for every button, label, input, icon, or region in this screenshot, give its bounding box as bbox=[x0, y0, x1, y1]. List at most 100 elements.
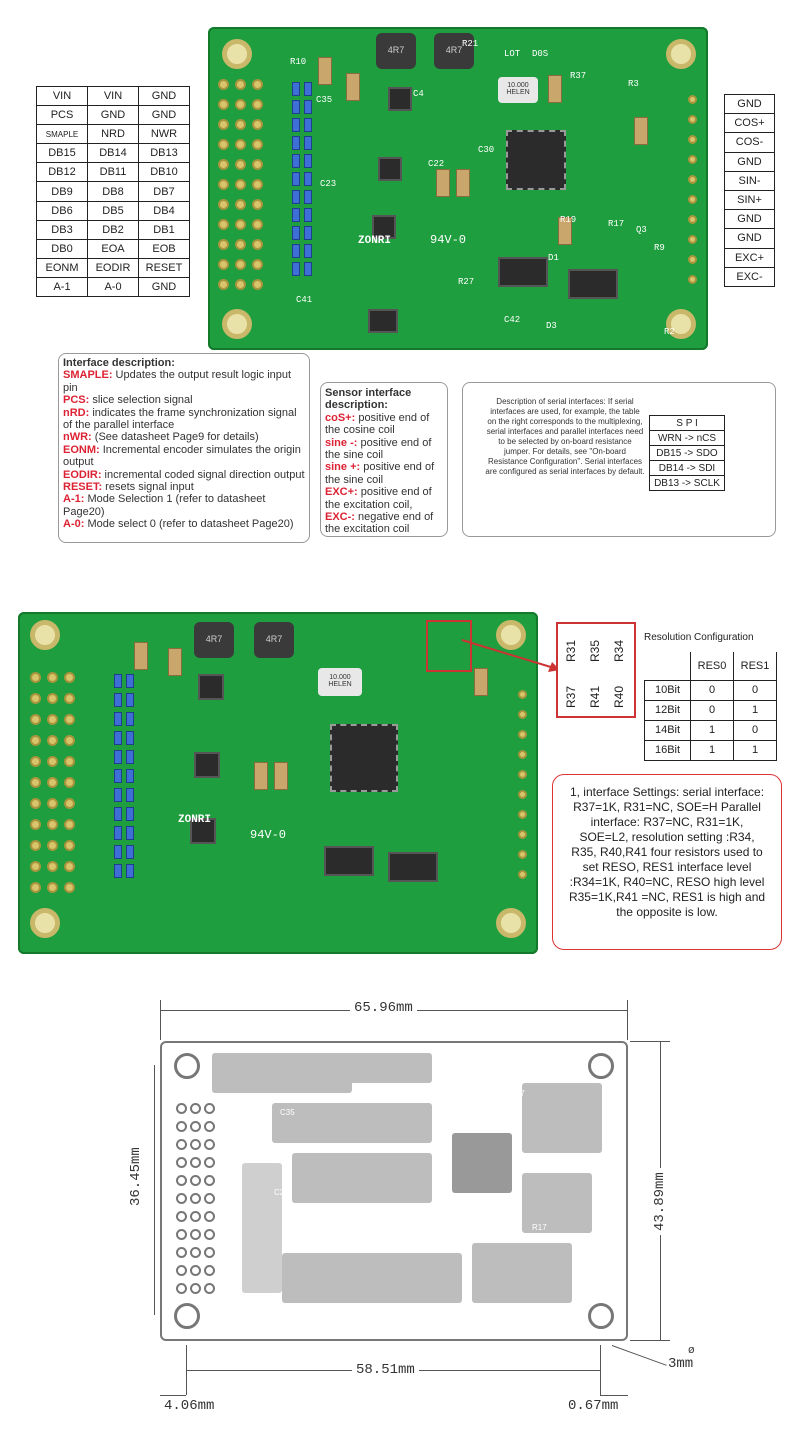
regulator-ic bbox=[198, 674, 224, 700]
resolution-header: RES1 bbox=[733, 652, 777, 681]
sensor-pad bbox=[688, 195, 697, 204]
drawing-header-pad bbox=[190, 1229, 201, 1240]
drawing-header-pad bbox=[176, 1211, 187, 1222]
sensor-item: sine -: positive end of the sine coil bbox=[325, 437, 443, 462]
resistor bbox=[304, 118, 312, 132]
interface-text: indicates the frame synchronization sign… bbox=[63, 406, 297, 432]
pin-cell: DB11 bbox=[87, 162, 139, 183]
capacitor bbox=[456, 169, 470, 197]
resistor bbox=[292, 136, 300, 150]
pin-row: COS- bbox=[724, 132, 775, 153]
pin-cell: A-1 bbox=[36, 276, 88, 298]
spi-row: DB13 -> SCLK bbox=[649, 475, 725, 491]
serial-description-box: Description of serial interfaces: If ser… bbox=[462, 382, 776, 537]
regulator-ic bbox=[388, 87, 412, 111]
drawing-chip-footprint bbox=[452, 1133, 512, 1193]
settings-note: 1, interface Settings: serial interface:… bbox=[552, 774, 782, 950]
header-pad bbox=[252, 279, 263, 290]
capacitor bbox=[558, 217, 572, 245]
pin-cell: DB14 bbox=[87, 143, 139, 164]
resistor bbox=[114, 693, 122, 707]
sensor-pad bbox=[688, 255, 697, 264]
callout-resistor-label: R35 bbox=[588, 640, 602, 663]
drawing-header-pad bbox=[176, 1229, 187, 1240]
opamp-ic bbox=[498, 257, 548, 287]
interface-item: nWR: (See datasheet Page9 for details) bbox=[63, 431, 305, 443]
header-pad bbox=[30, 735, 41, 746]
drawing-mount-hole bbox=[588, 1303, 614, 1329]
resistor bbox=[114, 788, 122, 802]
resistor bbox=[304, 208, 312, 222]
resistor bbox=[126, 712, 134, 726]
resolution-cell: 1 bbox=[690, 739, 734, 761]
header-pad bbox=[235, 119, 246, 130]
interface-text: Mode Selection 1 (refer to datasheet Pag… bbox=[63, 493, 266, 518]
sensor-pad bbox=[688, 215, 697, 224]
mount-hole bbox=[222, 309, 252, 339]
drawing-header-pad bbox=[190, 1283, 201, 1294]
crystal: 10.000 HELEN bbox=[318, 668, 362, 696]
silk-label: C30 bbox=[478, 145, 495, 155]
resolution-cell: 16Bit bbox=[644, 739, 691, 761]
resistor bbox=[126, 769, 134, 783]
header-pad bbox=[30, 819, 41, 830]
resistor bbox=[304, 154, 312, 168]
header-pad bbox=[218, 159, 229, 170]
dim-line-offset bbox=[160, 1395, 186, 1396]
drawing-header-pad bbox=[204, 1283, 215, 1294]
copper-region bbox=[342, 1053, 432, 1083]
sensor-pad bbox=[518, 750, 527, 759]
callout-resistor-label: R37 bbox=[564, 686, 578, 709]
capacitor bbox=[474, 668, 488, 696]
regulator-ic bbox=[372, 215, 396, 239]
drawing-mount-hole bbox=[174, 1303, 200, 1329]
header-pad bbox=[47, 714, 58, 725]
resistor bbox=[126, 826, 134, 840]
sensor-pad bbox=[688, 155, 697, 164]
sensor-text: positive end of the sine coil bbox=[325, 436, 432, 462]
pin-cell: DB9 bbox=[36, 181, 88, 202]
resistor bbox=[304, 172, 312, 186]
sensor-description-title: Sensor interface description: bbox=[325, 387, 412, 412]
sensor-text: positive end of the cosine coil bbox=[325, 411, 430, 437]
brand-logo: ZONRI bbox=[358, 235, 392, 247]
interface-term: SMAPLE: bbox=[63, 369, 113, 382]
pin-cell: EODIR bbox=[87, 257, 139, 278]
header-pad bbox=[30, 756, 41, 767]
header-pad bbox=[30, 840, 41, 851]
header-pad bbox=[30, 693, 41, 704]
interface-term: nRD: bbox=[63, 406, 90, 419]
interface-item: A-0: Mode select 0 (refer to datasheet P… bbox=[63, 518, 305, 530]
pin-row: EXC+ bbox=[724, 247, 775, 268]
resolution-config-title: Resolution Configuration bbox=[644, 632, 754, 643]
sensor-term: EXC-: bbox=[325, 511, 355, 524]
pin-cell: GND bbox=[138, 85, 190, 107]
pin-cell: VIN bbox=[36, 85, 88, 107]
pin-cell: A-0 bbox=[87, 276, 139, 298]
pcb-middle-photo: 4R7 4R7 10.000 HELEN ZONRI 94V-0 bbox=[18, 612, 538, 954]
pin-row: SIN+ bbox=[724, 189, 775, 211]
sensor-description-box: Sensor interface description: coS+: posi… bbox=[320, 382, 448, 537]
callout-arrow bbox=[461, 639, 560, 672]
resolver-chip bbox=[506, 130, 566, 190]
interface-text: incremental coded signal direction outpu… bbox=[101, 468, 305, 481]
pin-cell: SMAPLE bbox=[36, 124, 88, 145]
inductor: 4R7 bbox=[376, 33, 416, 69]
interface-item: SMAPLE: Updates the output result logic … bbox=[63, 369, 305, 394]
drawing-header-pad bbox=[176, 1283, 187, 1294]
regulator-ic bbox=[378, 157, 402, 181]
callout-resistor-label: R31 bbox=[564, 640, 578, 663]
interface-item: A-1: Mode Selection 1 (refer to datashee… bbox=[63, 493, 305, 518]
silk-label: D3 bbox=[546, 321, 557, 331]
silk-label: R37 bbox=[570, 71, 587, 81]
header-pad bbox=[235, 219, 246, 230]
pin-row: SIN- bbox=[724, 170, 775, 191]
resistor bbox=[114, 674, 122, 688]
brand-logo: ZONRI bbox=[178, 814, 212, 826]
